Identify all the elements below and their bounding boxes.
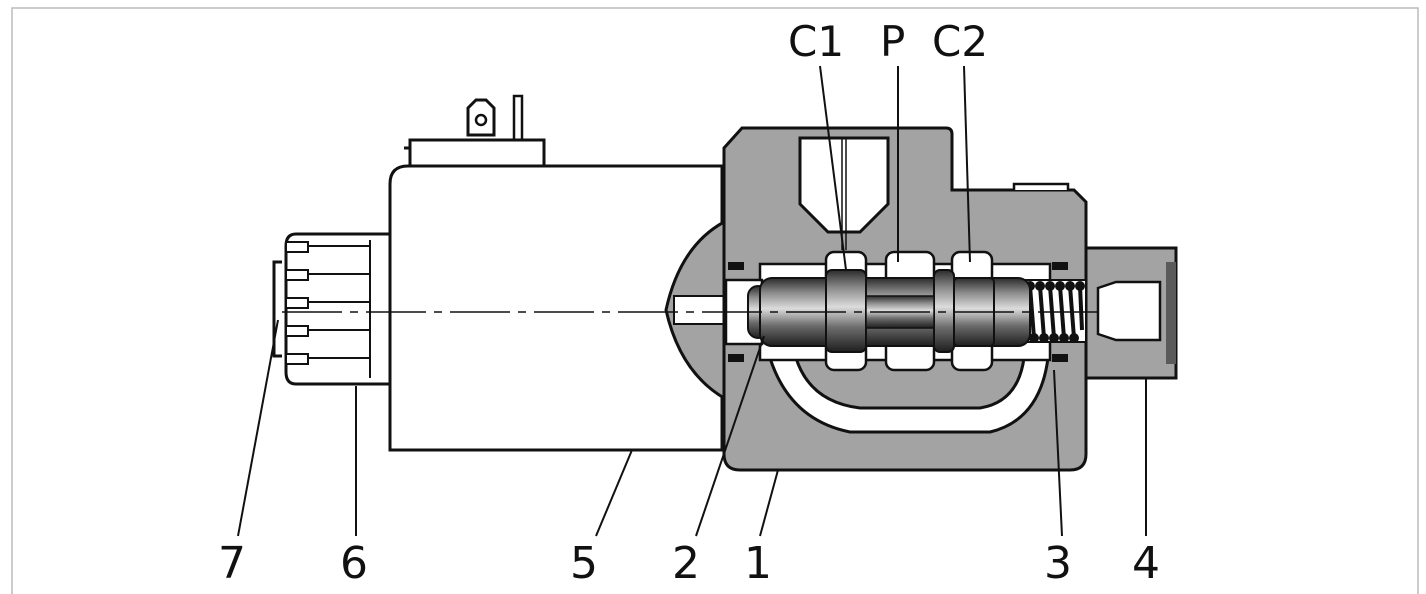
- leader-c2: [963, 65, 971, 263]
- callout-5: 5: [570, 538, 598, 589]
- leader-5: [595, 449, 633, 537]
- spool: [747, 269, 1031, 353]
- port-bore: [798, 136, 890, 234]
- callout-3: 3: [1044, 538, 1072, 589]
- leader-2: [695, 335, 765, 537]
- o-ring-seals: [728, 262, 1068, 362]
- leader-1: [759, 469, 779, 537]
- leader-7: [237, 319, 279, 537]
- callout-6: 6: [340, 538, 368, 589]
- port-label-c2: C2: [932, 17, 988, 66]
- leader-c1: [819, 65, 847, 271]
- port-label-c1: C1: [788, 17, 844, 66]
- page-border: [11, 7, 1419, 594]
- leader-3: [1053, 369, 1063, 537]
- callout-7: 7: [218, 538, 246, 589]
- manual-override-button: [272, 260, 282, 358]
- callout-2: 2: [672, 538, 700, 589]
- callout-4: 4: [1132, 538, 1160, 589]
- solenoid-coil-housing: [388, 164, 724, 452]
- callout-1: 1: [744, 538, 772, 589]
- port-label-p: P: [880, 17, 905, 66]
- knurled-nut: [284, 232, 392, 386]
